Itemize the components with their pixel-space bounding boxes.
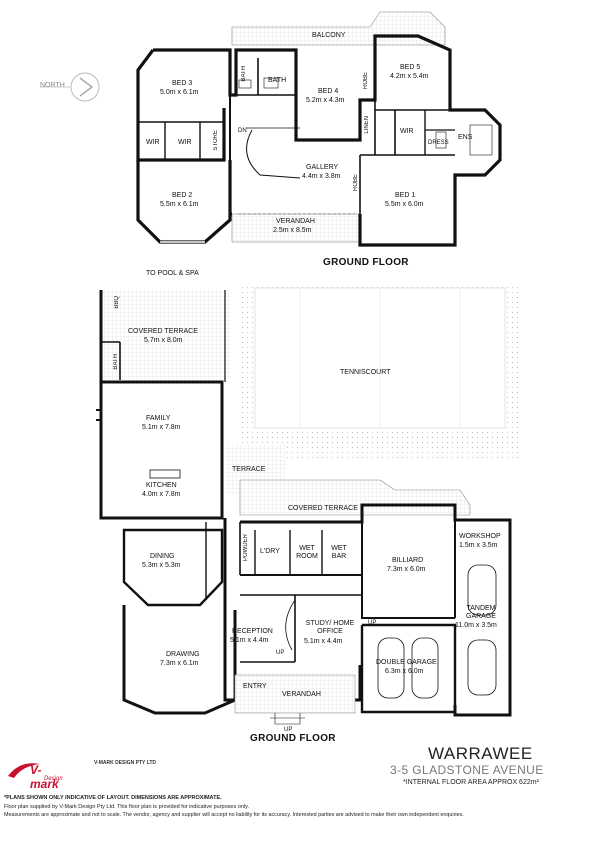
- room-billiard-name: BILLIARD: [392, 557, 424, 564]
- room-kitchen-size: 4.0m x 7.8m: [142, 491, 181, 498]
- room-dining-name: DINING: [150, 553, 175, 560]
- room-gallery-name: GALLERY: [306, 164, 339, 171]
- room-double-garage-name: DOUBLE GARAGE: [376, 659, 437, 666]
- room-terrace: TERRACE: [232, 466, 266, 473]
- covered-terrace-area: [101, 290, 231, 380]
- room-bed1-name: BED 1: [395, 192, 416, 199]
- room-reception-name: RECEPTION: [232, 628, 273, 635]
- room-covered-terrace-size: 5.7m x 8.0m: [144, 337, 183, 344]
- room-family-name: FAMILY: [146, 415, 171, 422]
- north-arrow: [40, 72, 100, 102]
- room-entry: ENTRY: [243, 683, 267, 690]
- room-study-size: 5.1m x 4.4m: [304, 638, 343, 645]
- room-bed2-name: BED 2: [172, 192, 193, 199]
- upper-floor-label: GROUND FLOOR: [323, 257, 409, 268]
- room-wir1: WIR: [146, 139, 160, 146]
- room-covered-terrace-2: COVERED TERRACE: [288, 505, 358, 512]
- upper-verandah-area: [231, 213, 361, 243]
- stair-dn: DN: [238, 128, 247, 134]
- property-name: WARRAWEE: [428, 744, 533, 763]
- brand-logo-sub: Design: [44, 776, 63, 782]
- property-address: 3-5 GLADSTONE AVENUE: [390, 763, 544, 777]
- room-balcony: BALCONY: [312, 32, 346, 39]
- lower-floor-label: GROUND FLOOR: [250, 733, 336, 744]
- stair-up-3: UP: [284, 727, 293, 733]
- room-billiard-size: 7.3m x 6.0m: [387, 566, 426, 573]
- room-upper-verandah-size: 2.5m x 8.5m: [273, 227, 312, 234]
- room-wet-room: WET ROOM: [296, 545, 318, 560]
- upper-floor-plan: [136, 11, 502, 247]
- room-reception-size: 5.1m x 4.4m: [230, 637, 269, 644]
- room-drawing-name: DRAWING: [166, 651, 200, 658]
- to-pool-label: TO POOL & SPA: [146, 270, 199, 277]
- entry-verandah-area: [234, 674, 356, 714]
- tennis-court-label: TENNISCOURT: [340, 369, 391, 376]
- room-wet-bar: WET BAR: [331, 545, 347, 560]
- stair-up-2: UP: [276, 650, 285, 656]
- room-kitchen-name: KITCHEN: [146, 482, 177, 489]
- room-bed5-name: BED 5: [400, 64, 421, 71]
- room-drawing-size: 7.3m x 6.1m: [160, 660, 199, 667]
- stair-up-1: UP: [368, 620, 377, 626]
- room-upper-verandah-name: VERANDAH: [276, 218, 315, 225]
- room-tandem-garage-name: TANDEM GARAGE: [466, 605, 496, 620]
- room-laundry: L'DRY: [260, 548, 280, 555]
- room-bed4-size: 5.2m x 4.3m: [306, 97, 345, 104]
- disclaimer-line-2: Floor plan supplied by V-Mark Design Pty…: [4, 804, 249, 810]
- brand-logo-text: V-mark: [30, 763, 59, 791]
- property-area: *INTERNAL FLOOR AREA APPROX 622m²: [403, 779, 539, 786]
- room-bed1-size: 5.5m x 6.0m: [385, 201, 424, 208]
- lower-floor-plan: [96, 286, 520, 725]
- room-bath1: BATH: [241, 66, 247, 82]
- room-wir3: WIR: [400, 128, 414, 135]
- room-linen: LINEN: [364, 116, 370, 134]
- room-robe1: ROBE: [363, 72, 369, 90]
- room-bbq: BBQ: [114, 296, 120, 309]
- room-ens: ENS: [458, 134, 473, 141]
- room-gallery-size: 4.4m x 3.8m: [302, 173, 341, 180]
- brand-logo-mark: [8, 763, 40, 778]
- north-label: NORTH: [40, 82, 65, 89]
- balcony-area: [231, 11, 446, 46]
- room-workshop-size: 1.5m x 3.5m: [459, 542, 498, 549]
- room-bed5-size: 4.2m x 5.4m: [390, 73, 429, 80]
- room-bed2-size: 5.5m x 6.1m: [160, 201, 199, 208]
- room-bed3-name: BED 3: [172, 80, 193, 87]
- room-wir2: WIR: [178, 139, 192, 146]
- room-bath: BATH: [113, 354, 119, 370]
- room-covered-terrace-name: COVERED TERRACE: [128, 328, 198, 335]
- room-bed4-name: BED 4: [318, 88, 339, 95]
- room-workshop-name: WORKSHOP: [459, 533, 501, 540]
- room-robe2: ROBE: [353, 174, 359, 192]
- room-dining-size: 5.3m x 5.3m: [142, 562, 181, 569]
- room-study-name: STUDY/ HOME OFFICE: [305, 620, 355, 635]
- room-powder: POWDER: [243, 534, 249, 561]
- disclaimer-line-3: Measurements are approximate and not to …: [4, 812, 464, 818]
- room-dress: DRESS: [428, 140, 449, 146]
- disclaimer-line-1: *PLANS SHOWN ONLY INDICATIVE OF LAYOUT. …: [4, 795, 222, 801]
- room-bed3-size: 5.0m x 6.1m: [160, 89, 199, 96]
- brand-company: V-MARK DESIGN PTY LTD: [94, 760, 157, 766]
- room-store: STORE: [213, 130, 219, 151]
- room-bath2: BATH: [268, 77, 287, 84]
- room-lower-verandah: VERANDAH: [282, 691, 321, 698]
- room-double-garage-size: 6.3m x 6.0m: [385, 668, 424, 675]
- room-family-size: 5.1m x 7.8m: [142, 424, 181, 431]
- room-tandem-garage-size: 11.0m x 3.5m: [455, 622, 497, 629]
